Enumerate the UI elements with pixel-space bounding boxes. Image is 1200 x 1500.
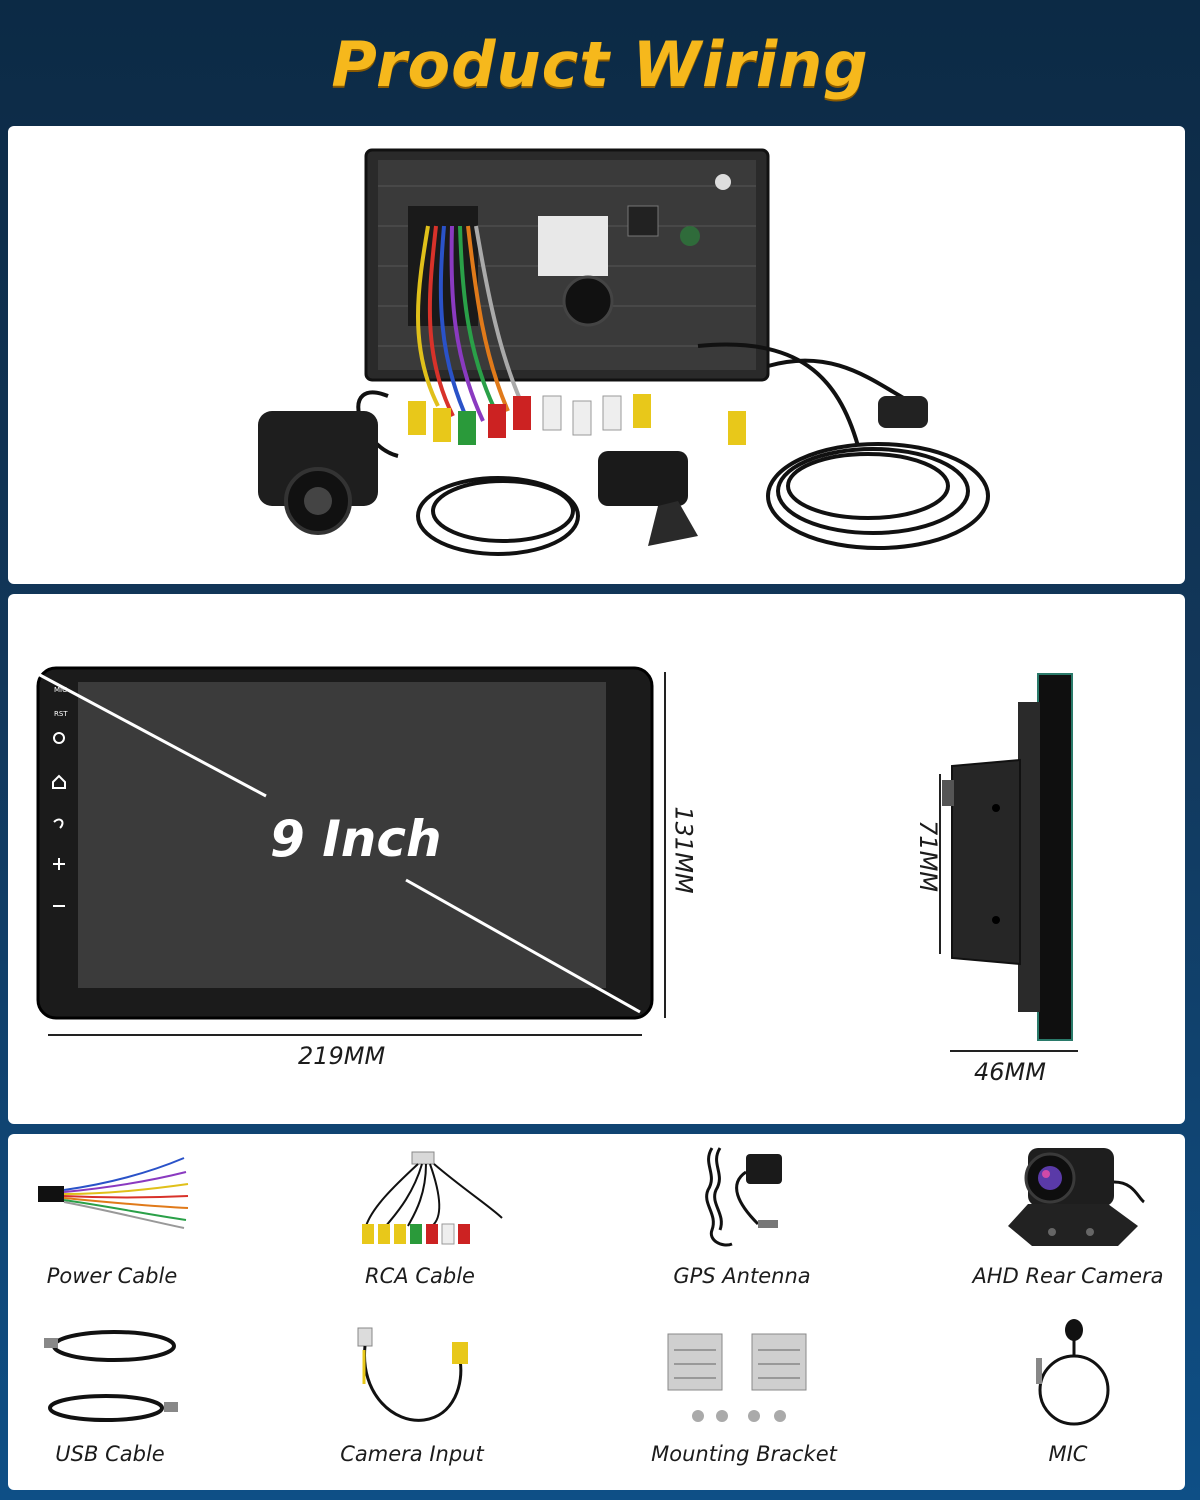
front-view-diagram: MIC RST: [36, 666, 654, 1020]
accessory-label-camera-input: Camera Input: [340, 1442, 484, 1466]
rear-camera-icon: [1008, 1148, 1145, 1246]
dimensions-panel: MIC RST 9 Inch 219MM 131MM 71MM 46MM: [8, 594, 1185, 1124]
power-cable-icon: [38, 1157, 189, 1229]
accessory-label-gps-antenna: GPS Antenna: [673, 1264, 811, 1288]
page-title: Product Wiring: [331, 28, 869, 101]
svg-text:MIC: MIC: [54, 686, 67, 694]
accessory-label-mounting-bracket: Mounting Bracket: [651, 1442, 837, 1466]
accessory-label-rca-cable: RCA Cable: [365, 1264, 475, 1288]
side-depth-label: 46MM: [974, 1058, 1046, 1086]
wiring-photo-panel: [8, 126, 1185, 584]
accessories-panel: Power Cable RCA Cable GPS Antenna: [8, 1134, 1185, 1490]
accessory-label-ahd-rear-camera: AHD Rear Camera: [972, 1264, 1164, 1288]
camera-input-icon: [357, 1327, 468, 1422]
side-view-diagram: [939, 673, 1073, 1041]
accessory-label-mic: MIC: [1048, 1442, 1088, 1466]
svg-text:RST: RST: [54, 710, 68, 718]
front-width-label: 219MM: [298, 1042, 386, 1070]
gps-antenna-icon: [705, 1147, 782, 1247]
mounting-bracket-icon: [667, 1333, 807, 1422]
front-height-label: 131MM: [669, 806, 698, 894]
accessory-label-usb-cable: USB Cable: [55, 1442, 165, 1466]
head-unit-wiring-photo: [258, 148, 990, 556]
usb-cable-icon: [44, 1330, 178, 1422]
front-width-line: [48, 1034, 642, 1036]
screen-size-label: 9 Inch: [270, 810, 442, 868]
mic-icon: [1036, 1319, 1110, 1426]
accessory-label-power-cable: Power Cable: [46, 1264, 178, 1288]
side-depth-line: [950, 1050, 1078, 1052]
side-height-label: 71MM: [913, 820, 942, 892]
rca-cable-icon: [362, 1151, 503, 1245]
front-height-line: [664, 672, 666, 1018]
